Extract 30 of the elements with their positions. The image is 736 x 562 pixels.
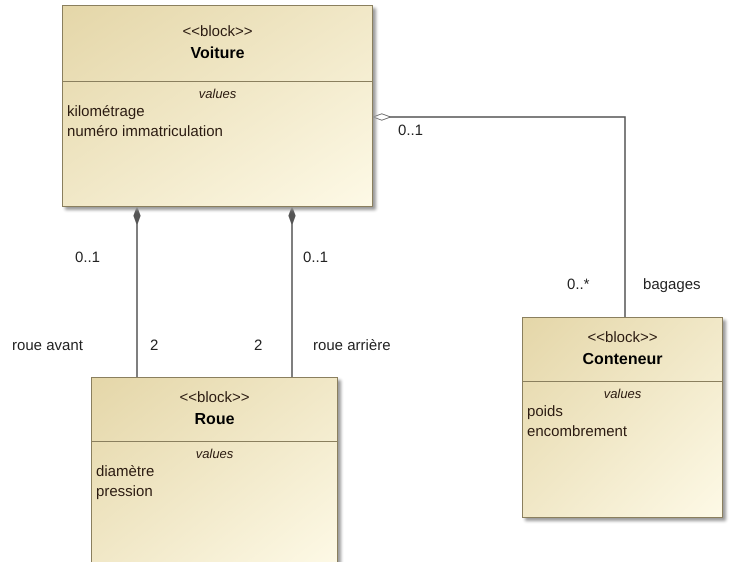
stereotype-text: <<block>> — [179, 388, 250, 408]
value-property: poids — [527, 402, 563, 422]
composition-line — [133, 206, 141, 377]
stereotype-text: <<block>> — [182, 22, 253, 42]
multiplicity-label: 0..* — [567, 275, 590, 295]
block-box — [62, 5, 373, 207]
role-label: roue avant — [12, 336, 83, 356]
multiplicity-label: 0..1 — [303, 248, 328, 268]
block-name: Conteneur — [582, 350, 662, 370]
block-name: Voiture — [190, 44, 244, 64]
stereotype-text: <<block>> — [587, 328, 658, 348]
value-property: encombrement — [527, 422, 628, 442]
value-property: kilométrage — [67, 102, 145, 122]
block-box — [91, 377, 338, 562]
role-label: bagages — [643, 275, 701, 295]
role-label: roue arrière — [313, 336, 391, 356]
multiplicity-label: 0..1 — [398, 121, 424, 141]
compartment-heading: values — [604, 386, 642, 402]
value-property: pression — [96, 482, 153, 502]
composition-line — [288, 206, 296, 377]
block-box — [522, 317, 723, 518]
value-property: numéro immatriculation — [67, 122, 223, 142]
value-property: diamètre — [96, 462, 154, 482]
multiplicity-label: 0..1 — [75, 248, 100, 268]
aggregation-line — [372, 113, 626, 317]
multiplicity-label: 2 — [150, 336, 158, 356]
multiplicity-label: 2 — [254, 336, 262, 356]
compartment-heading: values — [196, 446, 234, 462]
compartment-heading: values — [198, 86, 236, 102]
block-name: Roue — [194, 410, 234, 430]
